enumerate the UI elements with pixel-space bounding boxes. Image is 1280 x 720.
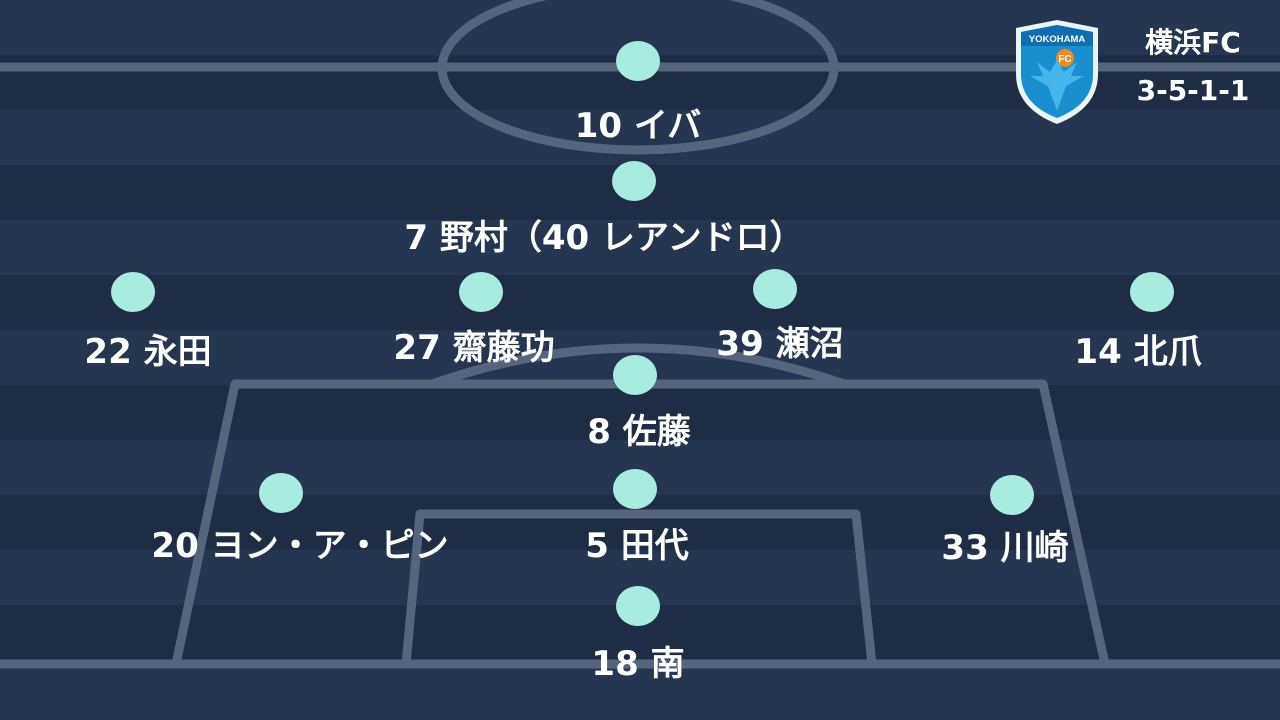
player-marker xyxy=(616,41,660,81)
player-name: 22 永田 xyxy=(84,332,212,372)
player-marker xyxy=(616,586,660,626)
player-marker xyxy=(612,161,656,201)
center-circle xyxy=(437,0,839,155)
player-marker xyxy=(753,269,797,309)
crest-wordmark: YOKOHAMA xyxy=(1029,34,1086,45)
player-name: 39 瀬沼 xyxy=(716,324,844,364)
player-name: 20 ヨン・ア・ピン xyxy=(151,526,449,566)
player-name: 33 川崎 xyxy=(941,528,1069,568)
formation-label: 3-5-1-1 xyxy=(1136,74,1250,107)
player-name: 8 佐藤 xyxy=(587,412,691,452)
player-marker xyxy=(1130,272,1174,312)
team-crest-logo: YOKOHAMA FC xyxy=(1016,20,1098,124)
goal-area xyxy=(401,509,877,665)
penalty-arc xyxy=(430,343,846,389)
phoenix-icon xyxy=(1030,60,1084,111)
crest-badge-text: FC xyxy=(1058,54,1071,65)
player-name: 5 田代 xyxy=(585,526,689,566)
crest-badge xyxy=(1056,49,1074,67)
player-marker xyxy=(990,475,1034,515)
player-name: 27 齋藤功 xyxy=(393,328,555,368)
player-marker xyxy=(613,469,657,509)
player-marker xyxy=(111,272,155,312)
player-marker xyxy=(259,473,303,513)
player-marker xyxy=(613,355,657,395)
player-name: 14 北爪 xyxy=(1074,332,1202,372)
player-name: 18 南 xyxy=(591,644,685,684)
team-name: 横浜FC xyxy=(1145,26,1241,59)
player-marker xyxy=(459,272,503,312)
player-name: 10 イバ xyxy=(574,106,702,146)
player-name: 7 野村（40 レアンドロ） xyxy=(404,218,804,258)
